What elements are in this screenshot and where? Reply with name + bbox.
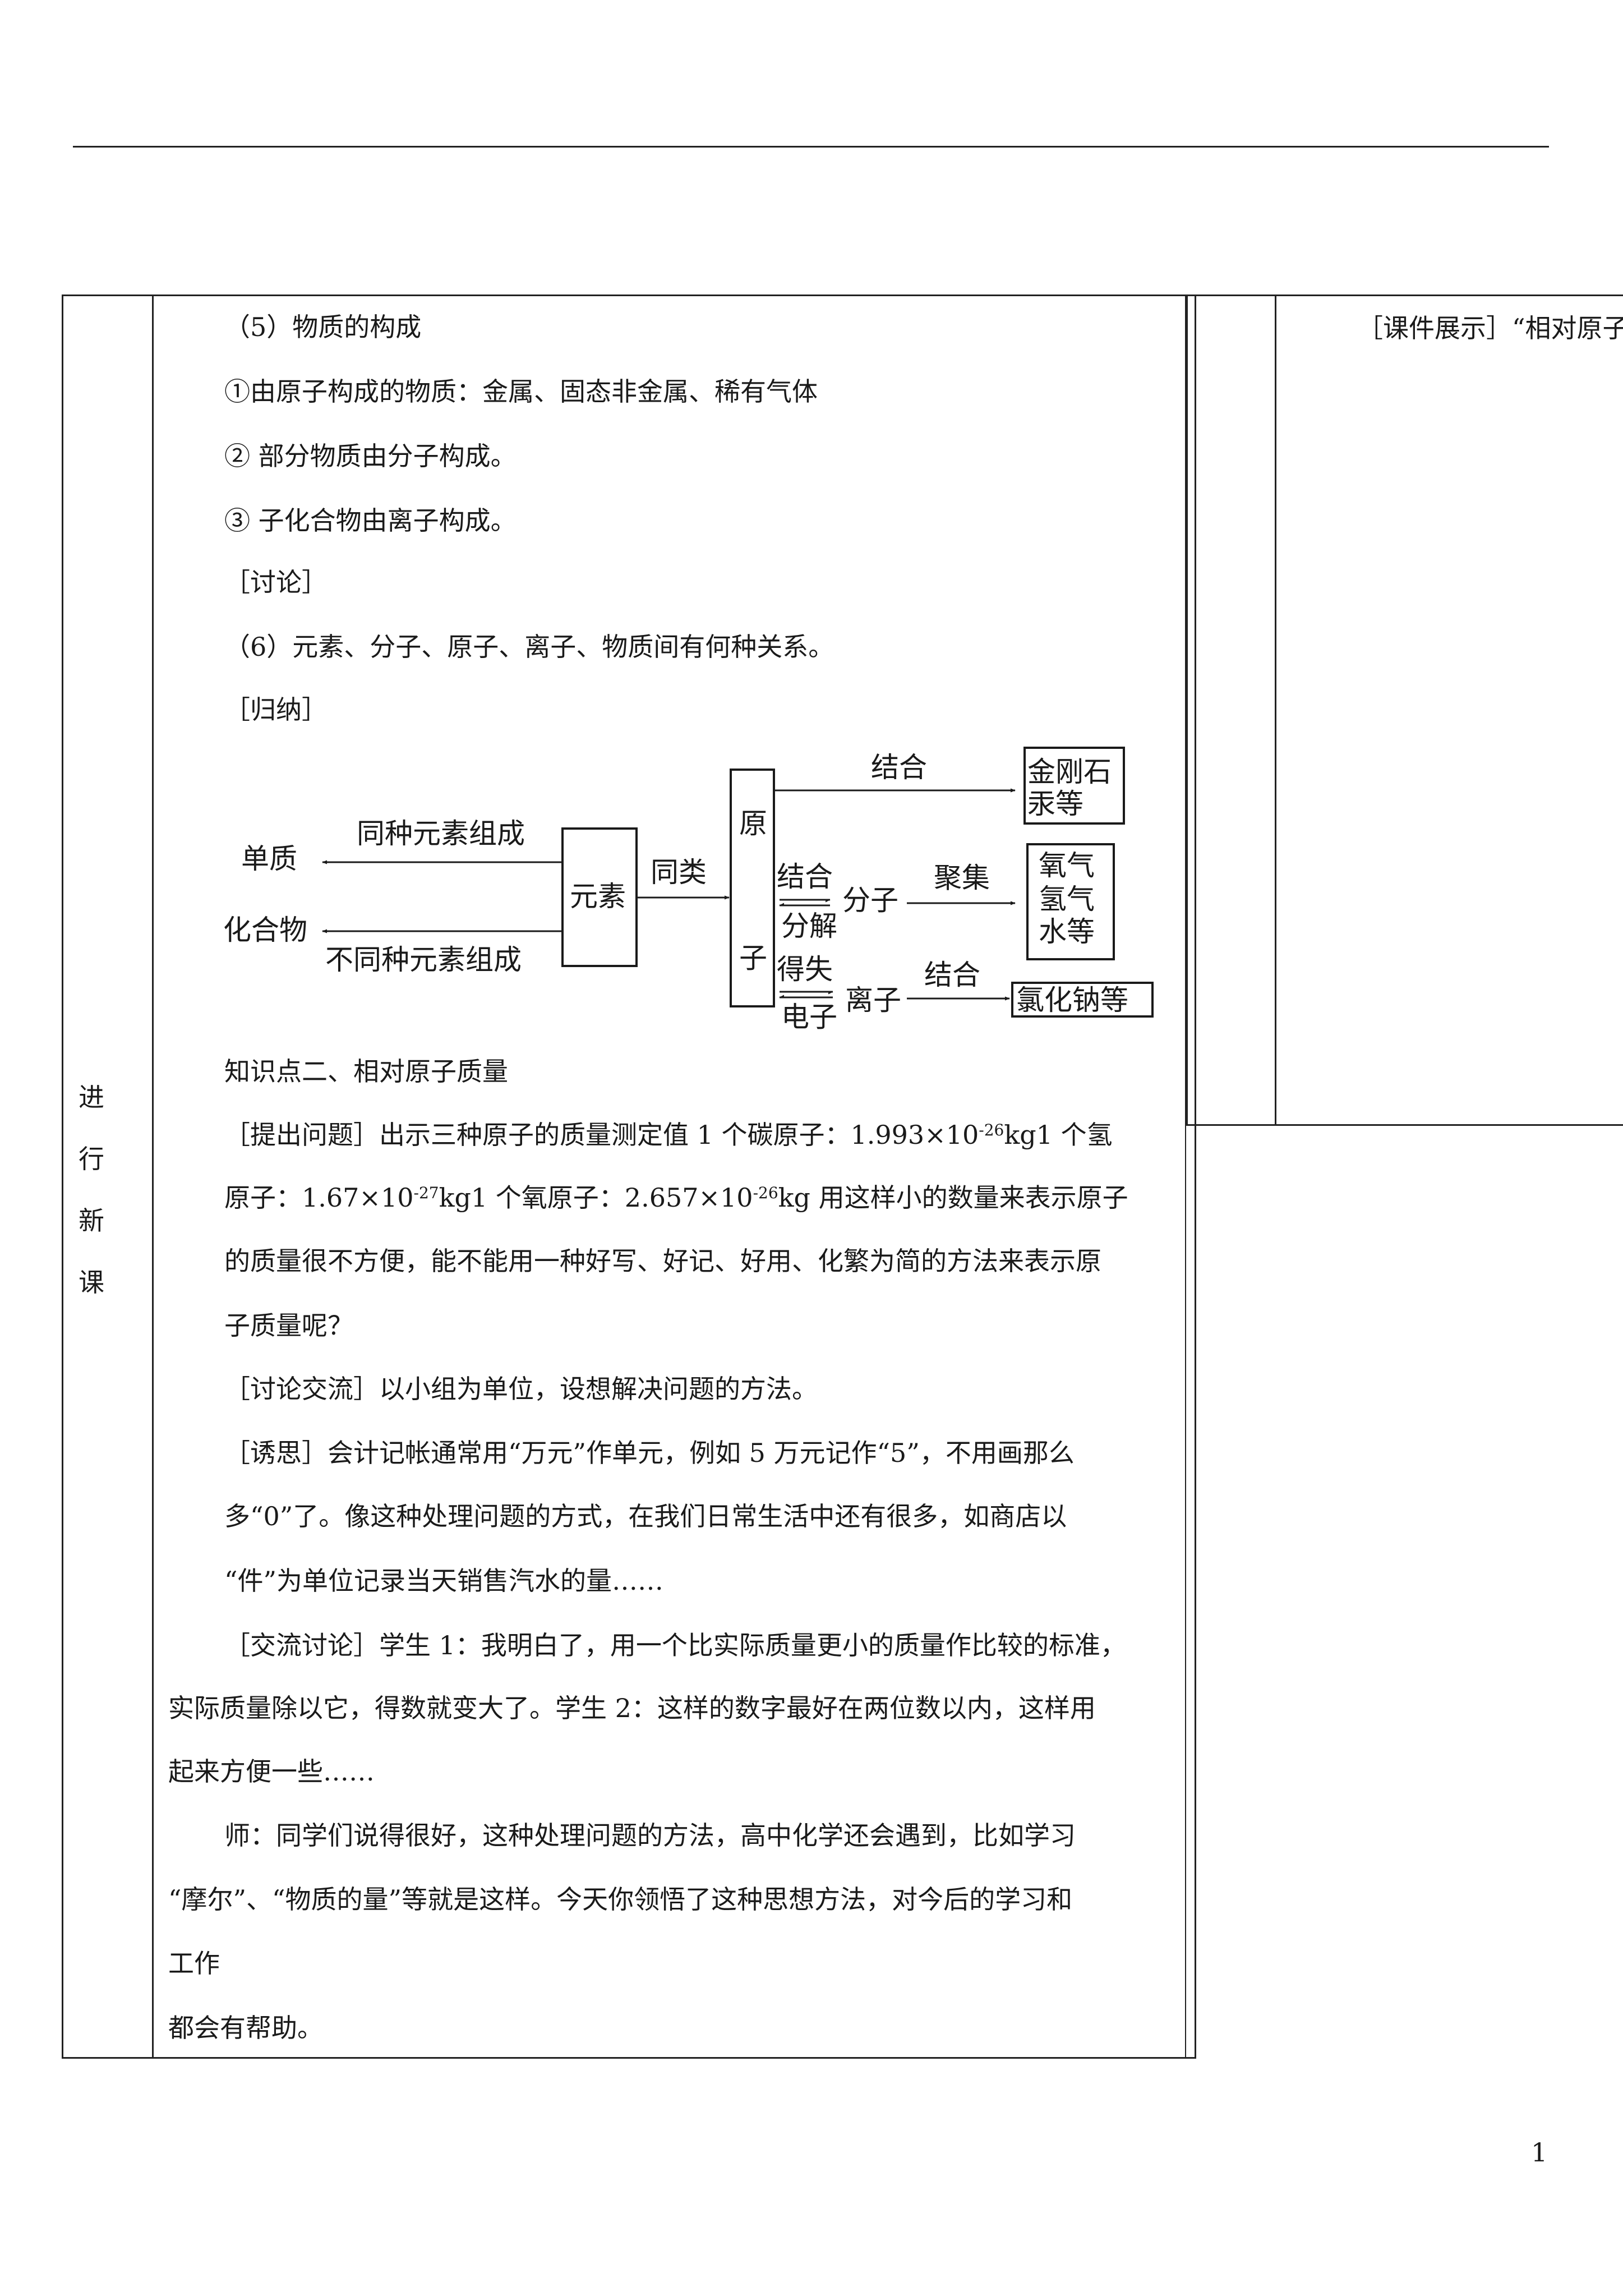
diamond-box	[1023, 747, 1125, 825]
text-span: kg1 个氢	[1004, 1120, 1113, 1150]
label-ion: 离子	[845, 984, 901, 1016]
side-note: ［课件展示］“相对原子	[1357, 313, 1623, 343]
label-atom-bottom: 子	[739, 942, 767, 974]
label-same-kind: 同类	[651, 856, 707, 889]
label-atom-top: 原	[739, 807, 767, 840]
label-diamond-1: 金刚石	[1027, 756, 1112, 788]
label-oxygen-2: 氢气	[1039, 883, 1095, 915]
side-table	[1186, 295, 1623, 1126]
label-compound: 化合物	[223, 914, 307, 946]
label-element: 元素	[570, 880, 626, 913]
text-line: ［交流讨论］学生 1：我明白了，用一个比实际质量更小的质量作比较的标准，	[224, 1630, 1126, 1660]
column-divider	[152, 296, 154, 2057]
text-line: 师：同学们说得很好，这种处理问题的方法，高中化学还会遇到，比如学习	[224, 1820, 1076, 1851]
text-span: ［提出问题］出示三种原子的质量测定值 1 个碳原子：1.993×10	[224, 1120, 979, 1150]
lesson-stage-char: 课	[79, 1267, 104, 1297]
text-line: 子质量呢？	[224, 1310, 353, 1341]
label-oxygen-3: 水等	[1039, 915, 1095, 948]
text-line: ［讨论］	[224, 567, 328, 597]
text-line: （6）元素、分子、原子、离子、物质间有何种关系。	[224, 632, 834, 662]
exponent: -27	[413, 1184, 439, 1202]
text-line: ［提出问题］出示三种原子的质量测定值 1 个碳原子：1.993×10-26kg1…	[224, 1118, 1113, 1152]
text-line: “件”为单位记录当天销售汽水的量……	[224, 1566, 664, 1596]
label-combine-low: 结合	[924, 959, 980, 991]
label-aggregate: 聚集	[934, 862, 990, 894]
atom-box	[730, 769, 775, 1007]
label-oxygen-1: 氧气	[1039, 849, 1095, 882]
text-line: 工作	[168, 1948, 220, 1978]
label-decompose: 分解	[781, 910, 837, 942]
table-double-rule	[1185, 296, 1186, 2057]
exponent: -26	[753, 1184, 778, 1202]
text-line: “摩尔”、“物质的量”等就是这样。今天你领悟了这种思想方法，对今后的学习和	[168, 1884, 1073, 1915]
text-line: 起来方便一些……	[168, 1756, 375, 1787]
text-span: kg 用这样小的数量来表示原子	[778, 1182, 1128, 1213]
text-line: ①由原子构成的物质：金属、固态非金属、稀有气体	[224, 376, 818, 407]
header-rule	[73, 146, 1549, 148]
page-number: 1	[1531, 2137, 1548, 2168]
oxygen-box	[1026, 843, 1115, 960]
text-line: ② 部分物质由分子构成。	[224, 441, 517, 471]
label-molecule: 分子	[842, 884, 898, 917]
text-span: kg1 个氧原子：2.657×10	[439, 1182, 753, 1213]
label-combine-top: 结合	[871, 751, 927, 784]
exponent: -26	[979, 1121, 1004, 1139]
text-line: 实际质量除以它，得数就变大了。学生 2：这样的数字最好在两位数以内，这样用	[168, 1693, 1096, 1723]
label-diamond-2: 汞等	[1027, 788, 1083, 820]
nacl-box	[1011, 982, 1154, 1018]
label-simple-substance: 单质	[241, 843, 297, 875]
label-electron: 电子	[781, 1001, 837, 1033]
text-line: 原子：1.67×10-27kg1 个氧原子：2.657×10-26kg 用这样小…	[224, 1181, 1128, 1214]
lesson-stage-char: 进	[79, 1082, 104, 1112]
lesson-stage-char: 新	[79, 1205, 104, 1236]
text-line: 多“0”了。像这种处理问题的方式，在我们日常生活中还有很多，如商店以	[224, 1501, 1067, 1531]
section-title: 知识点二、相对原子质量	[224, 1056, 508, 1087]
label-nacl: 氯化钠等	[1016, 984, 1128, 1016]
lesson-table	[62, 295, 1196, 2059]
label-combine-mid: 结合	[777, 861, 833, 893]
text-line: ［讨论交流］以小组为单位，设想解决问题的方法。	[224, 1374, 818, 1404]
text-line: ［诱思］会计记帐通常用“万元”作单元，例如 5 万元记作“5”，不用画那么	[224, 1438, 1075, 1468]
text-line: ③ 子化合物由离子构成。	[224, 505, 517, 536]
label-same-element: 同种元素组成	[357, 817, 525, 850]
label-different-element: 不同种元素组成	[325, 944, 522, 976]
text-span: 原子：1.67×10	[224, 1182, 414, 1213]
text-line: （5）物质的构成	[224, 312, 422, 342]
relationship-diagram: 单质 化合物 同种元素组成 不同种元素组成 元素 同类 原 子 结合 金刚石 汞…	[223, 747, 1154, 1033]
text-line: 都会有帮助。	[168, 2013, 323, 2043]
column-divider	[1275, 296, 1276, 1124]
lesson-stage-char: 行	[79, 1144, 104, 1174]
text-line: ［归纳］	[224, 694, 328, 725]
label-gain-lose: 得失	[777, 953, 833, 986]
text-line: 的质量很不方便，能不能用一种好写、好记、好用、化繁为简的方法来表示原	[224, 1246, 1101, 1276]
